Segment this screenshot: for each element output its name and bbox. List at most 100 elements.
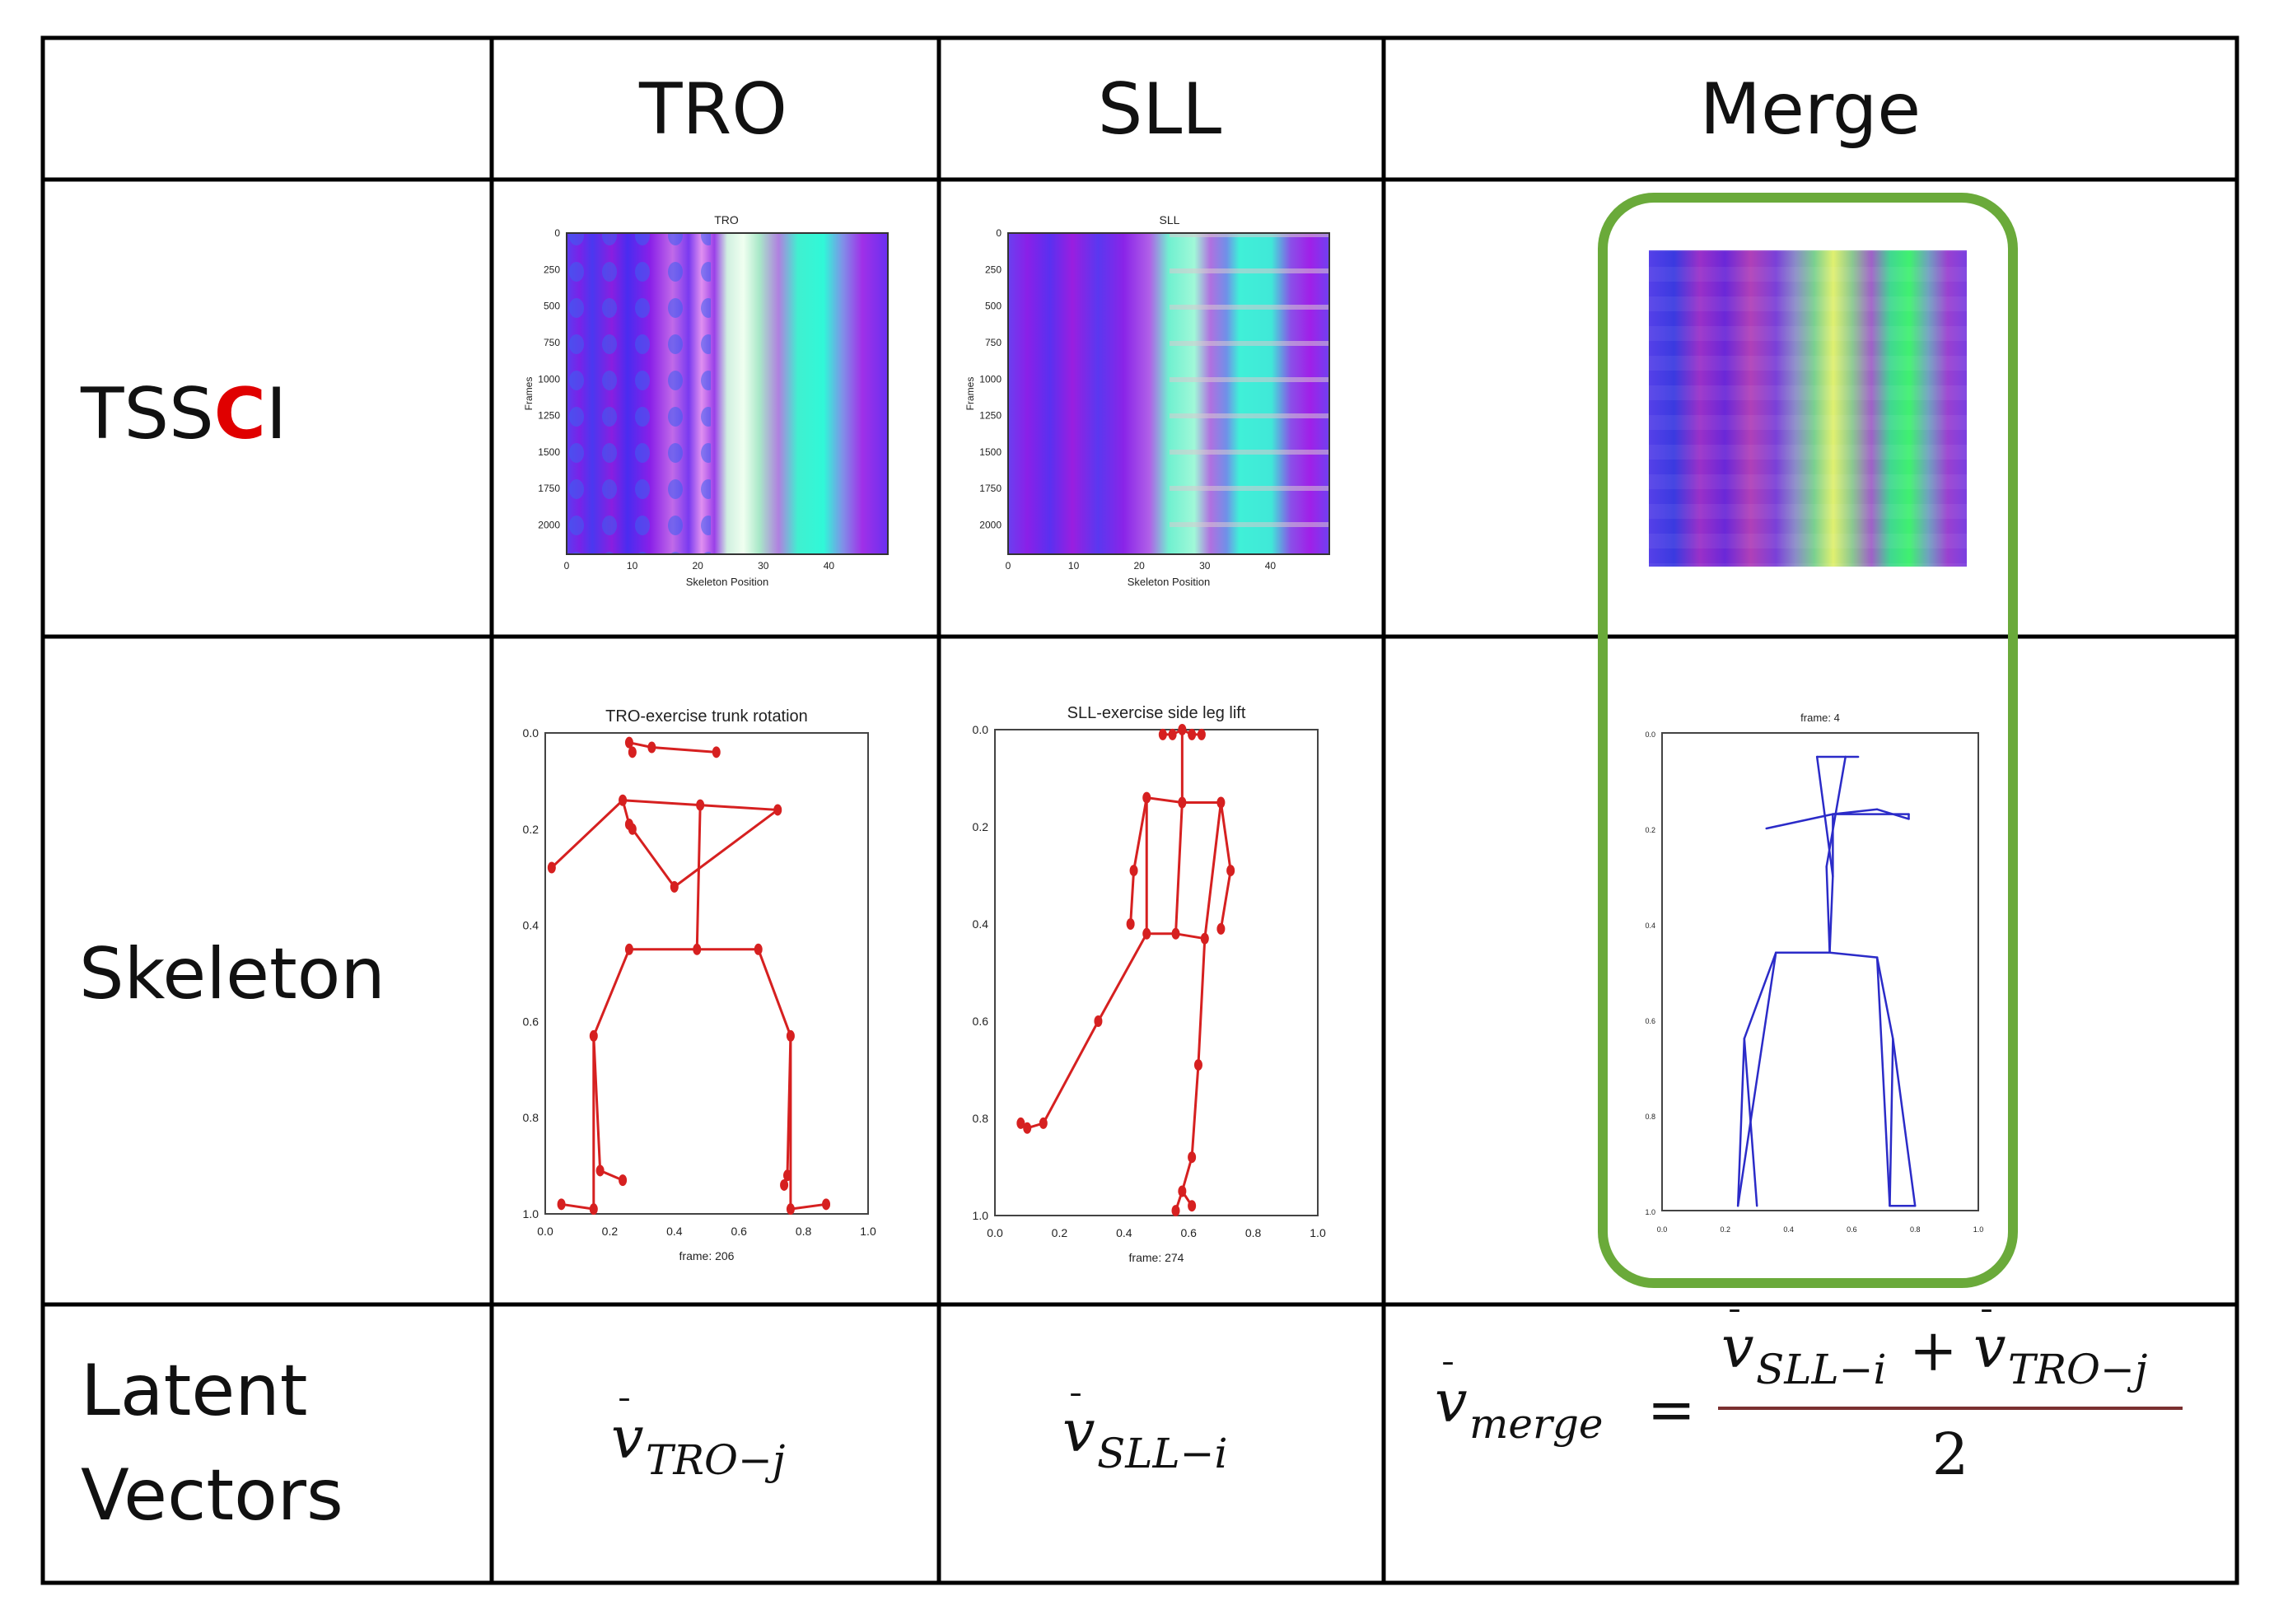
tro-skeleton-ytick-label: 1.0	[523, 1207, 539, 1220]
tro-heatmap-ytick-label: 1750	[538, 483, 560, 494]
merge-skeleton-ytick-label: 0.6	[1645, 1017, 1655, 1025]
tro-skeleton-joint	[822, 1198, 831, 1211]
sll-skeleton-joint	[1142, 791, 1151, 804]
merge-equals: =	[1647, 1376, 1696, 1444]
latent-sll-bar: ¯	[1067, 1388, 1084, 1426]
sll-skeleton-joint	[1129, 865, 1138, 877]
merge-num2-bar: ¯	[1978, 1304, 1995, 1342]
latent-tro: v ¯ TRO−j	[611, 1393, 785, 1484]
merge-num2-base: v	[1973, 1314, 2006, 1381]
heatmap-sll-texture	[1170, 233, 1329, 554]
row-label-skeleton: Skeleton	[79, 933, 385, 1015]
sll-skeleton-bone	[1174, 932, 1207, 940]
sll-heatmap-ytick-label: 1250	[979, 410, 1002, 422]
tro-skeleton-ytick-label: 0.4	[523, 919, 539, 932]
sll-heatmap-ytick-label: 1750	[979, 483, 1002, 494]
merge-num2-sub: TRO−j	[2008, 1346, 2147, 1393]
heatmap-merge-texture	[1649, 250, 1967, 567]
sll-skeleton-joint	[1039, 1117, 1048, 1129]
merge-skeleton-bone	[1892, 1037, 1917, 1207]
row-label-tssci-suffix: I	[266, 373, 287, 455]
sll-skeleton-joint	[1188, 1200, 1197, 1212]
tro-skeleton-caption: frame: 206	[679, 1249, 735, 1262]
sll-skeleton-bone	[1042, 1020, 1100, 1125]
merge-skeleton-bone	[1736, 951, 1777, 1207]
tro-skeleton-bone	[673, 808, 779, 889]
tro-skeleton-joint	[783, 1169, 791, 1182]
tro-skeleton-joint	[628, 746, 637, 758]
tro-heatmap-xtick-label: 30	[758, 560, 769, 572]
tro-skeleton-xtick-label: 0.6	[731, 1225, 747, 1238]
merge-skeleton-xtick-label: 0.0	[1657, 1225, 1668, 1234]
sll-skeleton-joint	[1171, 927, 1180, 940]
sll-skeleton-bone	[1197, 937, 1207, 1066]
heatmap-sll-ylabel: Frames	[964, 377, 976, 411]
sll-skeleton-bone	[1203, 801, 1222, 940]
table-grid	[40, 35, 2239, 1585]
latent-sll-sub: SLL−i	[1097, 1430, 1228, 1477]
tro-skeleton-joint	[712, 746, 721, 758]
sll-skeleton-joint	[1126, 918, 1135, 930]
sll-heatmap-ytick-label: 0	[996, 227, 1002, 239]
tro-skeleton-ytick-label: 0.2	[523, 823, 539, 836]
merge-num1-base: v	[1721, 1314, 1754, 1381]
tro-skeleton-bone	[592, 948, 631, 1038]
sll-skeleton-ytick-label: 0.4	[973, 917, 989, 931]
merge-skeleton-bone	[1736, 1037, 1746, 1207]
tro-skeleton-bone	[789, 1202, 828, 1211]
sll-skeleton-xtick-label: 0.6	[1180, 1226, 1197, 1239]
sll-skeleton-joint	[1142, 927, 1151, 940]
merge-skeleton-bone	[1875, 956, 1891, 1207]
sll-heatmap-ytick-label: 2000	[979, 520, 1002, 531]
latent-merge-equation: v ¯ merge = v ¯ SLL−i + v ¯ TRO−j 2	[1435, 1304, 2183, 1488]
merge-skeleton-bone	[1832, 808, 1879, 815]
sll-skeleton-joint	[1188, 1151, 1197, 1164]
tro-skeleton-xtick-label: 0.2	[602, 1225, 619, 1238]
sll-skeleton-ytick-label: 0.0	[973, 723, 989, 736]
merge-skeleton-title: frame: 4	[1800, 712, 1840, 724]
tro-heatmap-ytick-label: 2000	[538, 520, 560, 531]
tro-skeleton-joint	[628, 823, 637, 835]
skeleton-plot-tro: TRO-exercise trunk rotation0.00.00.20.20…	[523, 707, 876, 1262]
tro-heatmap-ytick-label: 750	[544, 337, 560, 348]
merge-highlight-box	[1598, 193, 2018, 1288]
sll-skeleton-xtick-label: 1.0	[1310, 1226, 1326, 1239]
tro-skeleton-joint	[786, 1029, 795, 1042]
tro-skeleton-xtick-label: 0.8	[796, 1225, 812, 1238]
tro-skeleton-joint	[547, 861, 556, 874]
merge-skeleton-ytick-label: 0.2	[1645, 826, 1655, 834]
tro-skeleton-joint	[786, 1203, 795, 1216]
latent-tro-bar: ¯	[616, 1393, 633, 1431]
merge-skeleton-bone	[1743, 951, 1777, 1040]
sll-skeleton-title: SLL-exercise side leg lift	[1067, 704, 1246, 722]
sll-skeleton-bone	[1129, 869, 1136, 926]
tro-skeleton-joint	[647, 741, 656, 754]
tro-skeleton-bone	[560, 1202, 595, 1211]
merge-skeleton-bone	[1828, 951, 1879, 959]
heatmap-tro-title: TRO	[714, 213, 739, 226]
tro-skeleton-joint	[773, 804, 782, 816]
sll-skeleton-joint	[1188, 728, 1197, 740]
sll-skeleton-ytick-label: 0.8	[973, 1112, 989, 1125]
merge-skeleton-xtick-label: 0.8	[1910, 1225, 1921, 1234]
sll-skeleton-bone	[1219, 801, 1232, 872]
row-label-tssci-highlight: C	[214, 373, 266, 455]
merge-num1-sub: SLL−i	[1756, 1346, 1887, 1393]
row-label-latent: Latent	[81, 1350, 307, 1432]
tro-skeleton-joint	[693, 943, 702, 955]
sll-skeleton-joint	[1158, 728, 1167, 740]
tro-skeleton-bone	[621, 799, 702, 807]
merge-skeleton-ytick-label: 1.0	[1645, 1208, 1655, 1216]
sll-heatmap-xtick-label: 30	[1199, 560, 1211, 572]
sll-skeleton-bone	[1145, 796, 1184, 804]
tro-skeleton-bone	[550, 799, 624, 870]
merge-skeleton-bone	[1825, 755, 1847, 868]
sll-skeleton-caption: frame: 274	[1129, 1251, 1184, 1264]
merge-skeleton-ytick-label: 0.0	[1645, 730, 1655, 739]
sll-skeleton-joint	[1200, 932, 1209, 945]
sll-heatmap-ytick-label: 250	[985, 264, 1002, 275]
merge-lhs-bar: ¯	[1440, 1357, 1456, 1395]
